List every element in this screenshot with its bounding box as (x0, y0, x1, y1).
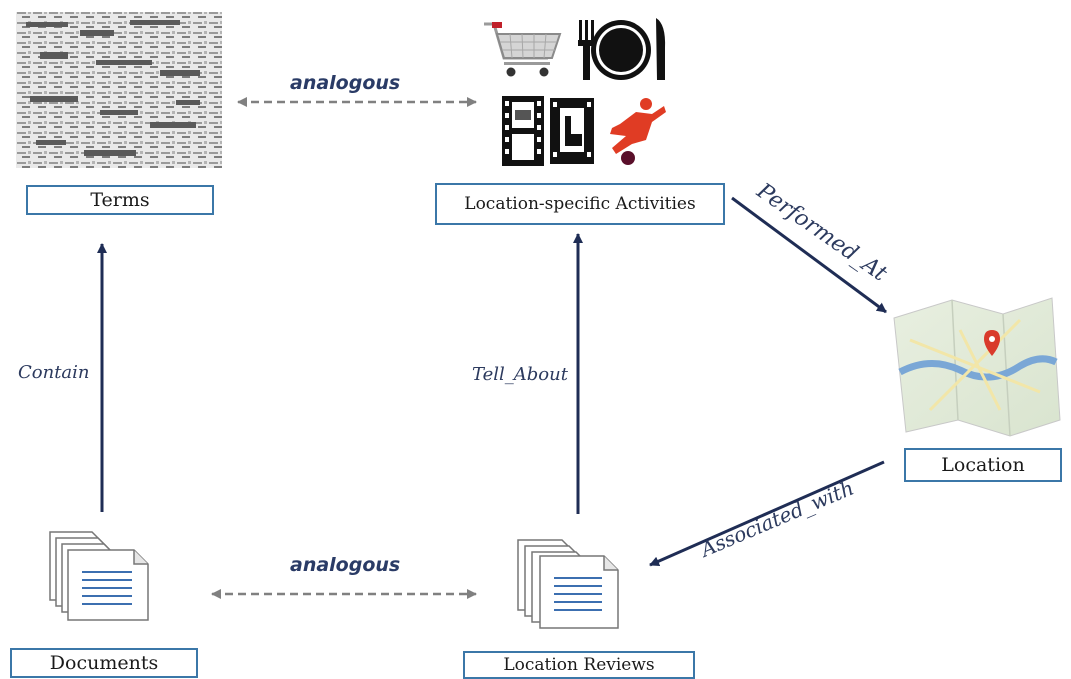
shopping-cart-icon (484, 22, 562, 77)
location-reviews-node: Location Reviews (463, 651, 695, 679)
location-node: Location (904, 448, 1062, 482)
performed-at-label: Performed_At (751, 178, 891, 287)
analogous-top-label: analogous (290, 72, 401, 94)
associated-with-arrow (649, 460, 885, 567)
map-pin-icon (893, 297, 1061, 437)
document-stack-icon (49, 531, 149, 621)
contain-label: Contain (18, 362, 90, 383)
performed-at-arrow (731, 196, 887, 314)
word-cloud-image (16, 12, 222, 168)
location-specific-activities-node: Location-specific Activities (435, 183, 725, 225)
terms-node: Terms (26, 185, 214, 215)
analogous-bottom-label: analogous (290, 554, 401, 576)
cinema-seat-icon (550, 98, 594, 164)
film-strip-icon (502, 96, 544, 166)
tell-about-label: Tell_About (472, 364, 568, 385)
associated-with-label: Associated_with (695, 476, 857, 563)
document-stack-icon (517, 539, 619, 629)
fork-plate-knife-icon (578, 18, 666, 80)
documents-node: Documents (10, 648, 198, 678)
soccer-player-icon (610, 98, 666, 165)
